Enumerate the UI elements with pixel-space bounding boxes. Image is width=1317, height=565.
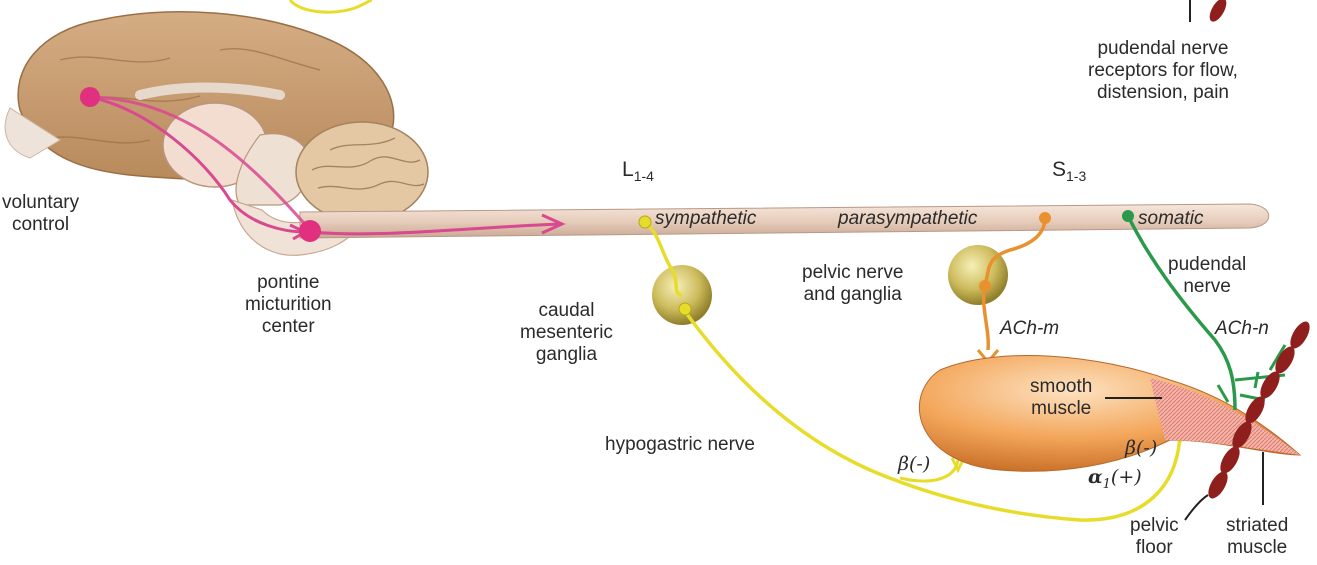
striated-muscle-label: striated muscle bbox=[1226, 515, 1288, 559]
sympathetic-label: sympathetic bbox=[655, 208, 756, 230]
beta-receptor-left-label: β(-) bbox=[898, 453, 930, 475]
pudendal-receptors-label: pudendal nerve receptors for flow, diste… bbox=[1088, 38, 1238, 104]
voluntary-control-label: voluntary control bbox=[2, 192, 79, 236]
cortex-dot bbox=[80, 87, 100, 107]
ach-n-label: ACh-n bbox=[1215, 318, 1269, 340]
smooth-muscle-label: smooth muscle bbox=[1030, 376, 1092, 420]
pudendal-nerve-label: pudendal nerve bbox=[1168, 254, 1246, 298]
beta-receptor-right-label: β(-) bbox=[1125, 437, 1157, 459]
ach-m-label: ACh-m bbox=[1000, 318, 1059, 340]
somatic-label: somatic bbox=[1138, 208, 1203, 230]
spinal-cord bbox=[300, 204, 1269, 238]
alpha1-receptor-label: α1(+) bbox=[1088, 466, 1142, 496]
parasympathetic-label: parasympathetic bbox=[838, 208, 977, 230]
caudal-mesenteric-label: caudal mesenteric ganglia bbox=[520, 300, 613, 366]
lumbar-segment-label: L1-4 bbox=[622, 158, 654, 188]
sacral-segment-label: S1-3 bbox=[1052, 158, 1086, 188]
urethra-sphincter bbox=[1150, 378, 1300, 455]
hypogastric-nerve-label: hypogastric nerve bbox=[605, 434, 755, 456]
pontine-dot bbox=[299, 220, 321, 242]
top-nerve-fragment bbox=[290, 0, 372, 12]
bladder bbox=[919, 356, 1300, 472]
receptor-fragment bbox=[1206, 0, 1229, 24]
pontine-center-label: pontine micturition center bbox=[245, 272, 332, 338]
pelvic-floor-label: pelvic floor bbox=[1130, 515, 1179, 559]
pelvic-nerve-label: pelvic nerve and ganglia bbox=[802, 262, 903, 306]
